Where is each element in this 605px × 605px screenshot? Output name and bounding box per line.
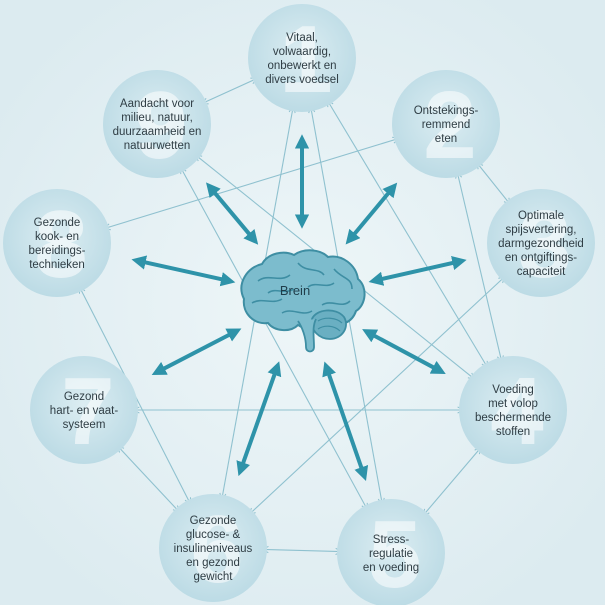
- node-circle: [459, 356, 567, 464]
- node-label-line: beschermende: [475, 412, 551, 424]
- brain-label: Brein: [280, 283, 310, 298]
- node-label-line: gewicht: [194, 571, 234, 583]
- connection-arrow-n3-n6: [250, 277, 505, 514]
- brain-arrow-n9: [206, 182, 259, 245]
- node-circle: [30, 356, 138, 464]
- brain-arrow-n3: [368, 255, 467, 286]
- node-label-line: milieu, natuur,: [121, 112, 193, 124]
- node-label-line: regulatie: [369, 548, 413, 560]
- node-label-line: Vitaal,: [286, 32, 318, 44]
- node-label-line: natuurwetten: [124, 140, 191, 152]
- node-number: 3: [518, 191, 571, 298]
- node-label-line: darmgezondheid: [498, 238, 584, 250]
- node-label-line: technieken: [29, 259, 85, 271]
- node-circle: [487, 189, 595, 297]
- brain-arrow-n2: [345, 182, 398, 245]
- node-label-line: insulineniveaus: [174, 543, 253, 555]
- node-label-line: en gezond: [186, 557, 240, 569]
- node-label-line: bereidings-: [29, 245, 86, 257]
- node-label-line: glucose- &: [186, 529, 241, 541]
- node-number: 6: [190, 496, 243, 603]
- brain-arrow-n8: [131, 255, 236, 287]
- node-label-line: Voeding: [492, 384, 534, 396]
- node-number: 7: [61, 358, 114, 465]
- node-circle: [337, 499, 445, 605]
- node-label-line: stoffen: [496, 426, 530, 438]
- node-circle: [103, 70, 211, 178]
- node-circle: [248, 4, 356, 112]
- node-label-line: kook- en: [35, 231, 79, 243]
- node-label-line: capaciteit: [517, 266, 566, 278]
- node-label-line: Stress-: [373, 534, 410, 546]
- node-label-line: en voeding: [363, 562, 419, 574]
- node-label-line: Gezonde: [190, 515, 237, 527]
- node-number: 2: [423, 72, 476, 179]
- node-label-line: Gezond: [64, 391, 104, 403]
- node-label-line: Ontstekings-: [414, 105, 479, 117]
- node-number: 9: [134, 72, 187, 179]
- node-label-line: onbewerkt en: [267, 60, 336, 72]
- brain-cerebellum-lines: [317, 317, 343, 332]
- connection-arrow-n4-n5: [424, 448, 481, 515]
- node-circle: [159, 494, 267, 602]
- node-circle: [392, 70, 500, 178]
- node-label-line: spijsvertering,: [506, 224, 577, 236]
- node-label-line: met volop: [488, 398, 538, 410]
- node-label-line: Gezonde: [34, 217, 81, 229]
- node-number: 8: [34, 191, 87, 298]
- brain-folds: [251, 262, 353, 314]
- node-label-line: en ontgiftings-: [505, 252, 577, 264]
- brain-cerebellum: [310, 309, 347, 340]
- node-number: 1: [279, 6, 332, 113]
- node-label-line: hart- en vaat-: [50, 405, 119, 417]
- connection-arrow-n7-n6: [118, 447, 179, 512]
- node-label-line: remmend: [422, 119, 471, 131]
- node-label-line: Aandacht voor: [120, 98, 194, 110]
- brain-stem: [297, 318, 317, 353]
- node-circle: [3, 189, 111, 297]
- connection-arrow-n6-n5: [263, 549, 341, 551]
- node-number: 4: [490, 358, 543, 465]
- node-label-line: eten: [435, 133, 457, 145]
- node-label-line: Optimale: [518, 210, 564, 222]
- brain-arrow-n5: [322, 361, 369, 481]
- brain-illustration: Brein: [240, 249, 366, 353]
- brain-arrow-n6: [236, 361, 282, 477]
- brain-arrows: [131, 134, 467, 481]
- connection-arrow-n1-n9: [203, 79, 257, 104]
- node-label-line: duurzaamheid en: [113, 126, 202, 138]
- brain-arrow-n4: [362, 329, 446, 375]
- node-label-line: divers voedsel: [265, 74, 339, 86]
- brain-arrow-n7: [151, 328, 242, 375]
- node-number: 5: [368, 501, 421, 605]
- node-label-line: systeem: [63, 419, 106, 431]
- node-label-line: volwaardig,: [273, 46, 331, 58]
